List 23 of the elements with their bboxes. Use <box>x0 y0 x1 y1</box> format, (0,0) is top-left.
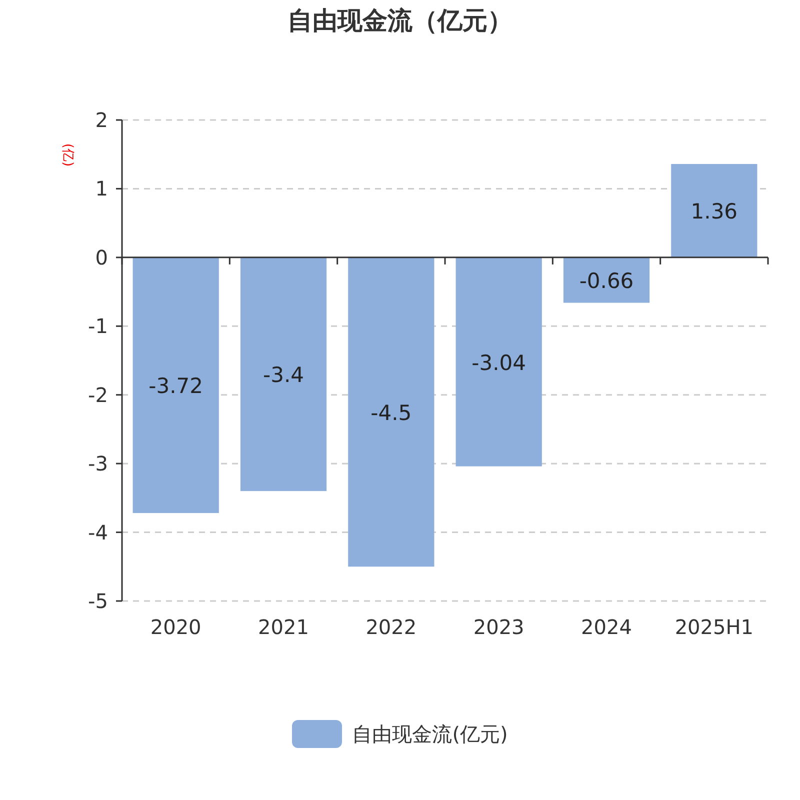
y-axis-title: (亿) <box>60 143 75 167</box>
x-tick-label: 2020 <box>150 615 202 639</box>
y-tick-label: -2 <box>88 382 108 407</box>
y-tick-label: -5 <box>88 589 108 613</box>
data-label: 1.36 <box>690 200 738 224</box>
x-tick-label: 2024 <box>581 615 632 639</box>
data-label: -3.4 <box>263 363 304 388</box>
legend-label: 自由现金流(亿元) <box>352 720 508 748</box>
y-tick-label: 0 <box>95 245 108 270</box>
y-tick-label: -4 <box>88 520 108 544</box>
x-tick-label: 2022 <box>366 615 417 639</box>
x-tick-label: 2021 <box>258 615 309 639</box>
x-tick-label: 2023 <box>473 615 524 639</box>
data-label: -3.04 <box>472 350 526 375</box>
y-tick-label: 1 <box>95 176 108 201</box>
chart-title: 自由现金流（亿元） <box>288 5 512 37</box>
y-tick-label: -3 <box>88 452 108 476</box>
data-label: -4.5 <box>370 401 412 426</box>
y-tick-label: -1 <box>88 314 108 338</box>
x-tick-label: 2025H1 <box>674 615 754 639</box>
data-label: -3.72 <box>148 374 203 398</box>
data-label: -0.66 <box>579 269 634 294</box>
y-tick-label: 2 <box>95 108 108 132</box>
